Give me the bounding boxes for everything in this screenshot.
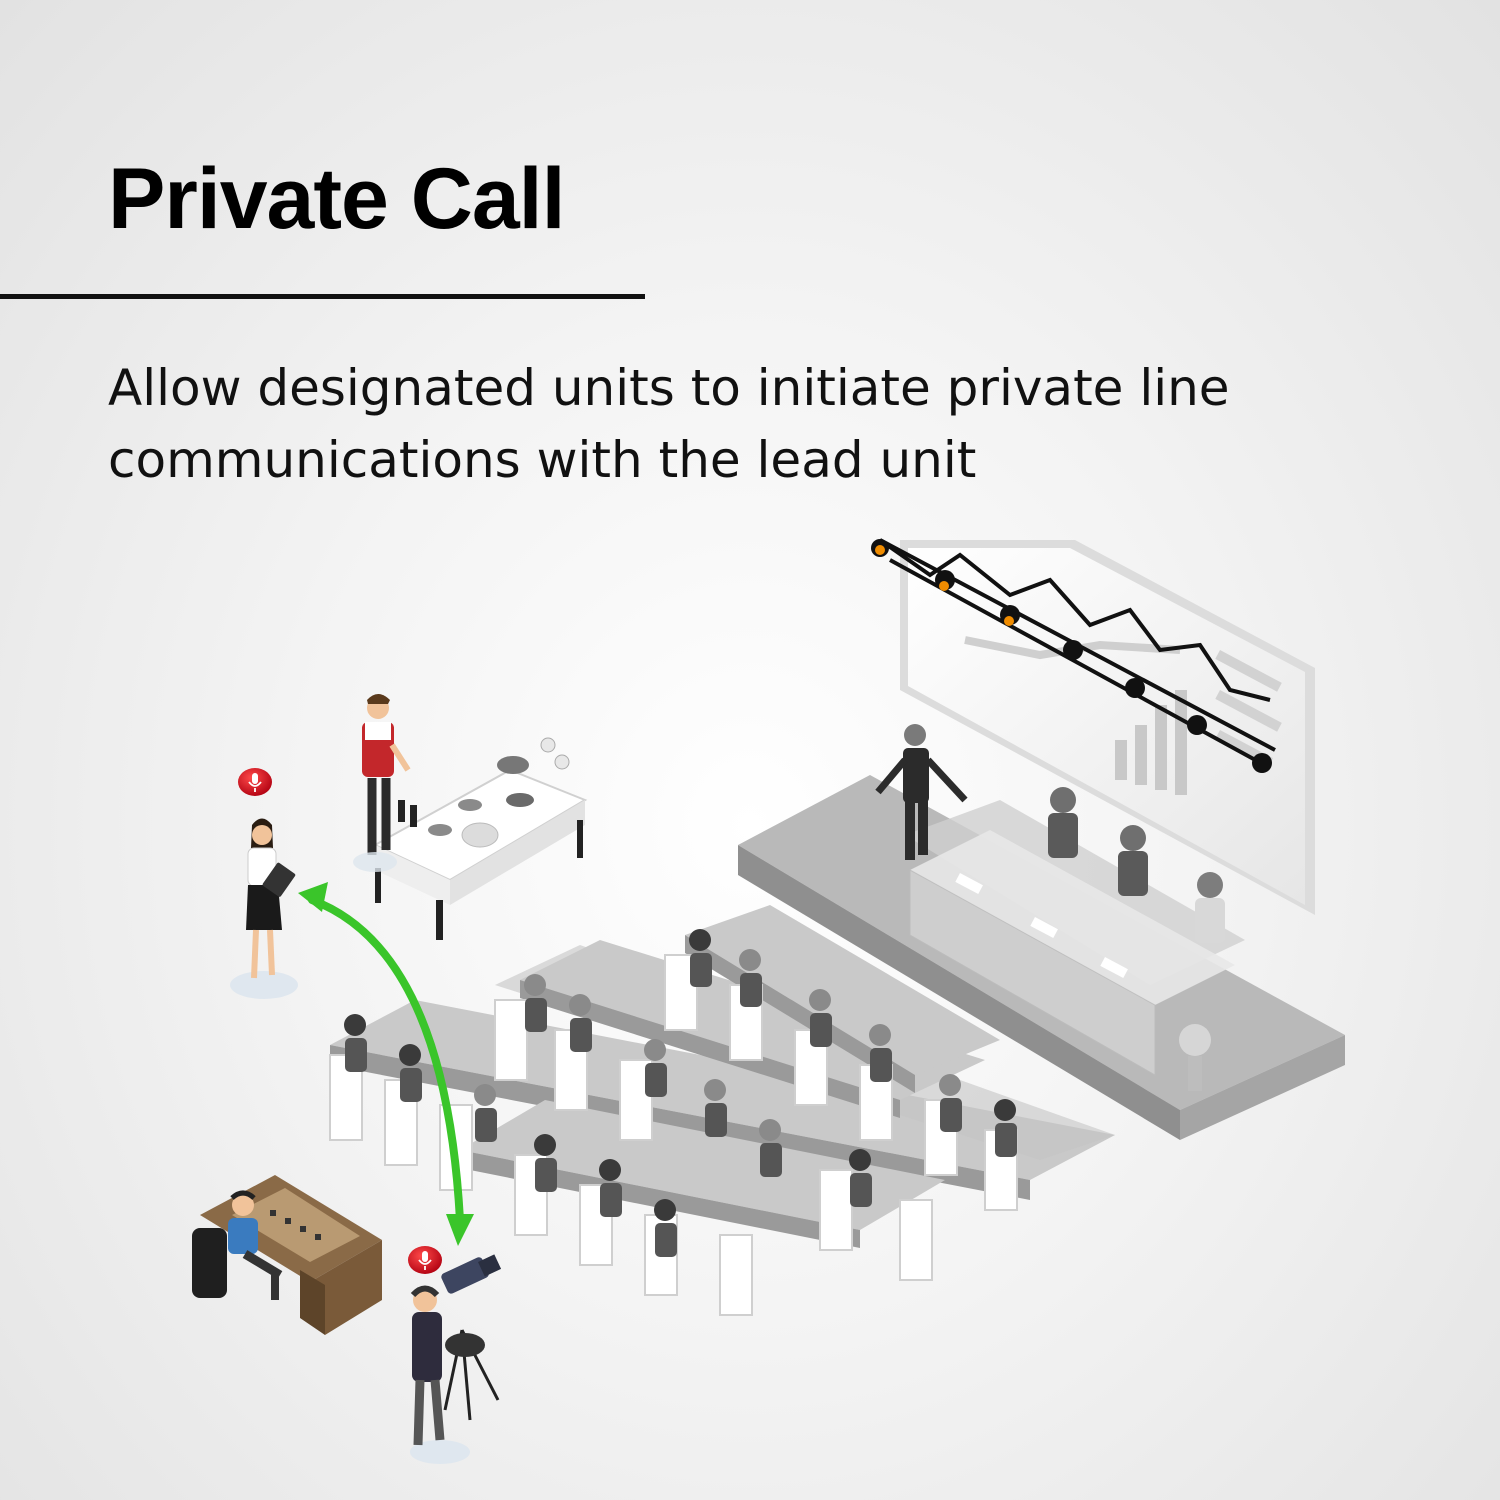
sound-operator <box>192 1190 283 1300</box>
microphone-icon <box>408 1246 442 1274</box>
stage-lights <box>871 539 1272 773</box>
woman-with-tablet <box>230 818 298 999</box>
panel-speakers <box>1048 787 1225 1091</box>
camera-operator <box>410 1254 502 1464</box>
page-title: Private Call <box>108 151 565 247</box>
panel-table <box>909 830 1235 1076</box>
microphone-icon <box>238 768 272 796</box>
catering-table <box>372 737 588 940</box>
control-desk <box>200 1175 382 1335</box>
title-divider <box>0 294 645 299</box>
page-subtitle: Allow designated units to initiate priva… <box>108 359 1230 489</box>
presenter <box>875 724 968 860</box>
arrow-icon <box>298 882 474 1246</box>
audience-members <box>344 929 1017 1257</box>
waiter <box>353 694 411 872</box>
